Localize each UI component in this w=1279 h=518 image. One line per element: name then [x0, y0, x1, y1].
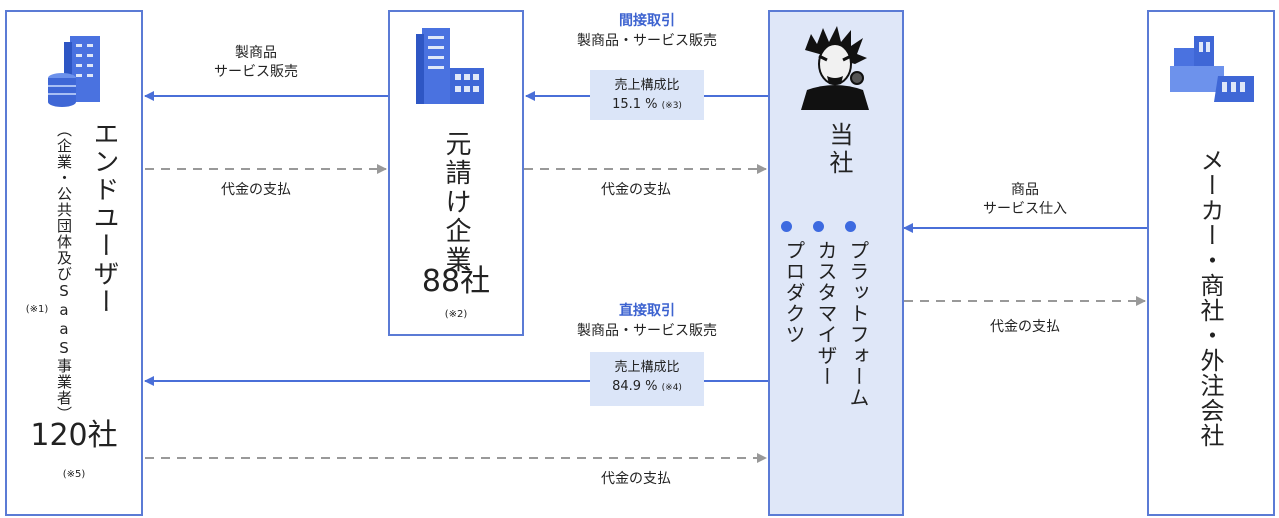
enduser-building-icon	[48, 36, 100, 107]
enduser-note: (※1)	[25, 304, 49, 315]
direct-ratio-label: 売上構成比	[614, 360, 680, 375]
contractor-payment-label: 代金の支払	[601, 182, 671, 198]
company-product-platform: プラットフォーム	[846, 240, 870, 408]
company-title: 当社	[825, 122, 853, 178]
direct-ratio-value-line: 84.9 % (※4)	[590, 377, 704, 398]
contractor-title: 元請け企業	[441, 130, 471, 275]
indirect-ratio-value: 15.1 %	[612, 97, 658, 112]
contractor-count-note: (※2)	[444, 309, 468, 320]
contractor-box	[388, 10, 524, 336]
company-product-dot-2	[813, 221, 824, 232]
contractor-count: 88社	[421, 264, 491, 299]
indirect-ratio-note: (※3)	[661, 101, 682, 111]
indirect-ratio-box: 売上構成比 15.1 % (※3)	[590, 70, 704, 120]
direct-desc: 製商品・サービス販売	[577, 323, 717, 339]
maker-payment-label: 代金の支払	[990, 319, 1060, 335]
enduser-payment-to-contractor-label: 代金の支払	[221, 182, 291, 198]
enduser-title: エンドユーザー	[89, 120, 119, 316]
enduser-count-note: (※5)	[62, 469, 86, 480]
company-product-customizer: カスタマイザー	[814, 240, 838, 387]
company-product-dot-3	[845, 221, 856, 232]
enduser-count: 120社	[30, 418, 118, 453]
direct-ratio-value: 84.9 %	[612, 379, 658, 394]
indirect-desc: 製商品・サービス販売	[577, 33, 717, 49]
enduser-payment-to-company-label: 代金の支払	[601, 471, 671, 487]
indirect-ratio-value-line: 15.1 % (※3)	[590, 95, 704, 116]
direct-ratio-box: 売上構成比 84.9 % (※4)	[590, 352, 704, 406]
company-product-products: プロダクツ	[782, 240, 806, 345]
maker-title: メーカー・商社・外注会社	[1196, 148, 1224, 448]
company-product-dot-1	[781, 221, 792, 232]
ceo-portrait-icon	[801, 26, 869, 110]
indirect-ratio-label: 売上構成比	[614, 78, 680, 93]
enduser-subtitle: （企業・公共団体及びSaaS事業者）	[55, 122, 73, 422]
contractor-building-icon	[416, 28, 484, 104]
maker-purchase-label: 商品 サービス仕入	[983, 182, 1067, 217]
contractor-to-enduser-label: 製商品 サービス販売	[214, 45, 298, 80]
direct-ratio-note: (※4)	[661, 383, 682, 393]
direct-title: 直接取引	[619, 303, 675, 319]
indirect-title: 間接取引	[619, 13, 675, 29]
factory-icon	[1170, 36, 1254, 102]
